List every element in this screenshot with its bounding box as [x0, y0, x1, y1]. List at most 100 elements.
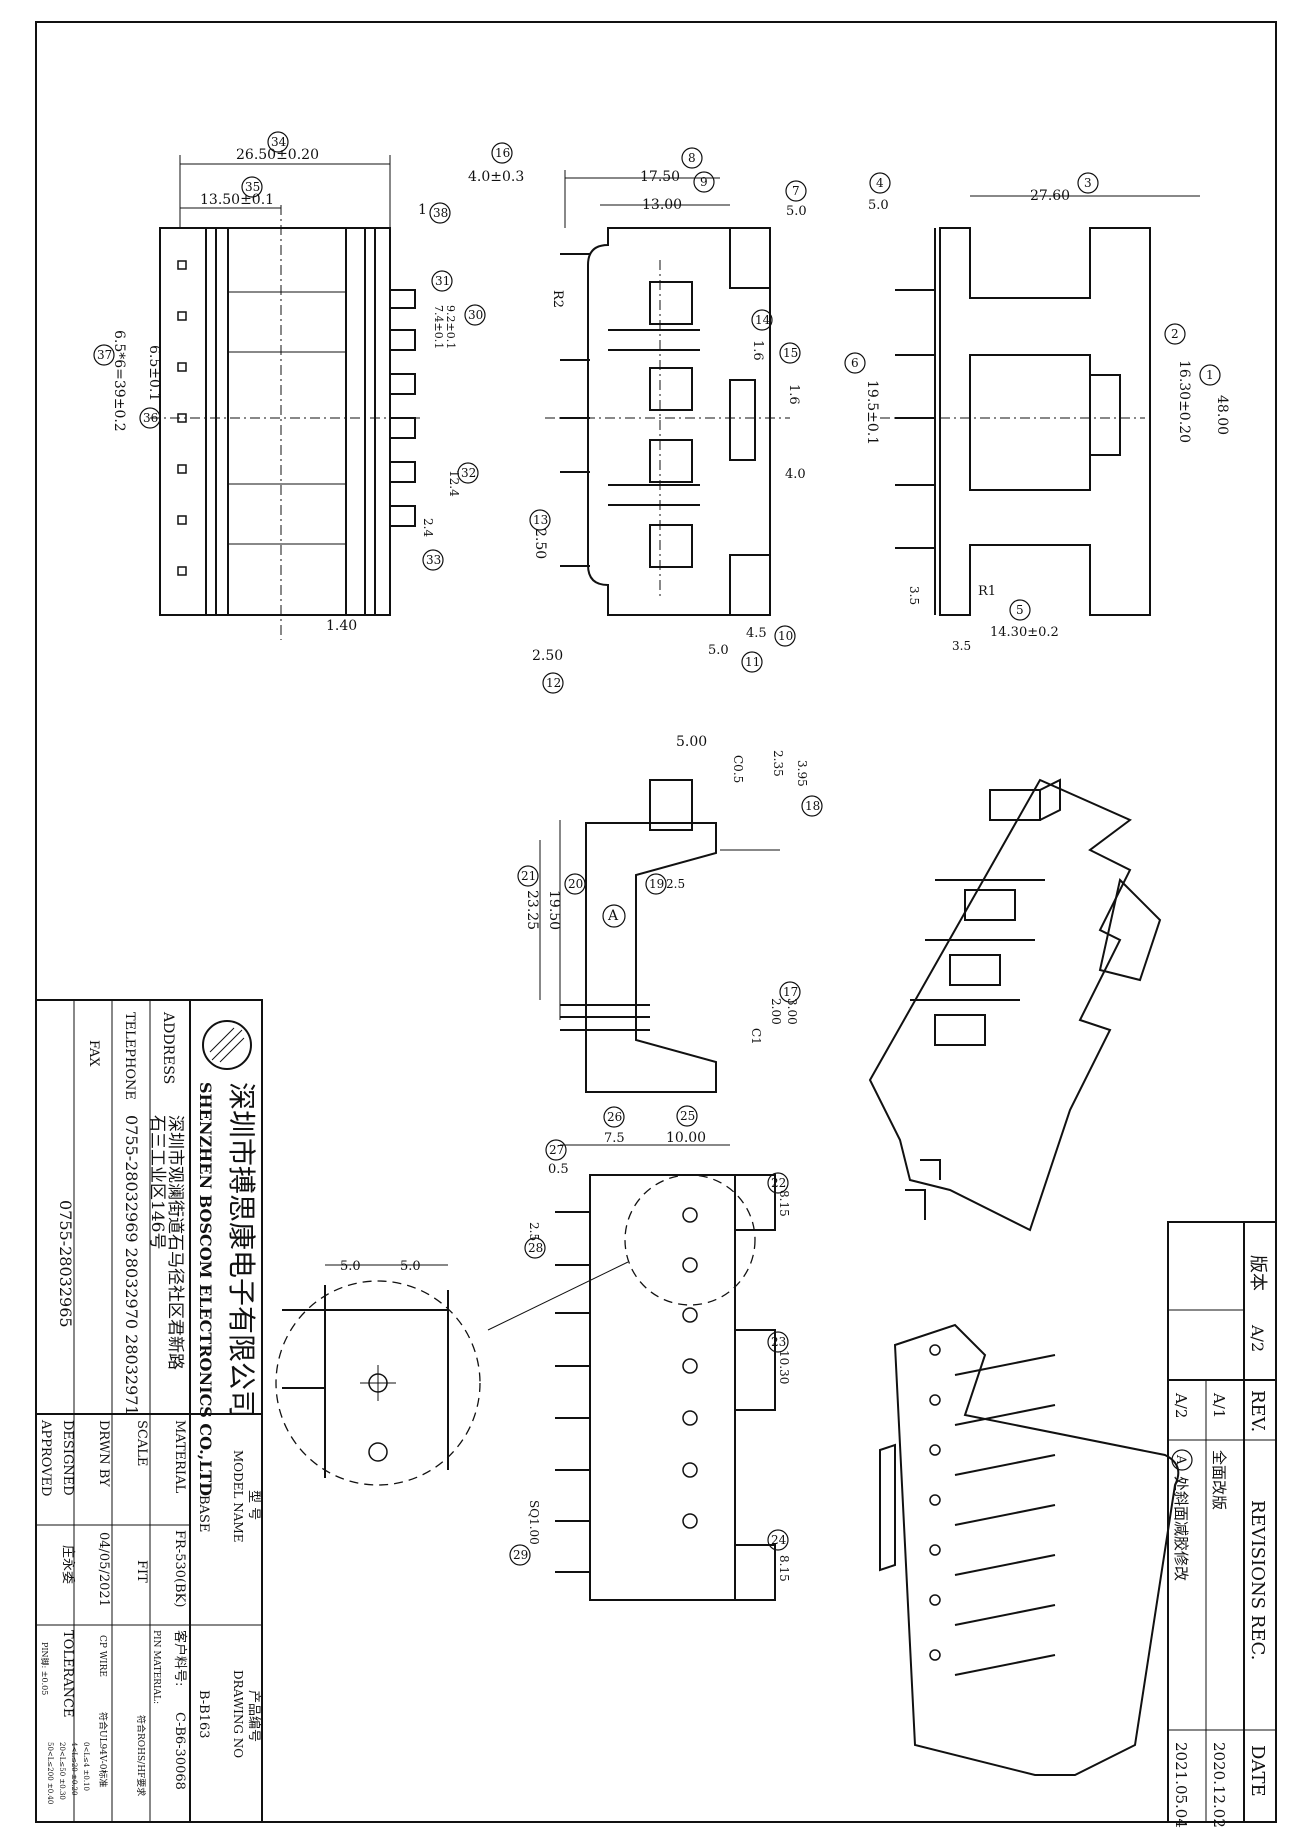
bubble-25: 25 — [680, 1109, 695, 1123]
dim-1: 48.00 — [1214, 395, 1230, 435]
bubble-31: 31 — [435, 274, 450, 288]
radius-r2: R2 — [550, 290, 565, 308]
dim-33: 2.4 — [421, 518, 435, 537]
bubble-4: 4 — [876, 176, 884, 190]
rev-row2-rev: A/2 — [1172, 1392, 1190, 1418]
designed-label: DESIGNED — [60, 1420, 75, 1496]
radius-r1: R1 — [978, 584, 996, 599]
cp-wire-value: 符合UL94V-0标准 — [97, 1712, 109, 1787]
bubble-38: 38 — [433, 206, 448, 220]
front-view: 27.60 5.0 48.00 16.30±0.20 19.5±0.1 R1 3… — [844, 172, 1230, 653]
model-name-value: BASE — [196, 1495, 211, 1532]
dim-3-00: 3.00 — [785, 998, 799, 1025]
dim-30: 9.2±0.1 — [444, 305, 457, 349]
rev-row1-rev: A/1 — [1210, 1392, 1228, 1418]
bubble-9: 9 — [700, 175, 708, 189]
chamfer-c1: C1 — [749, 1028, 763, 1045]
bubble-13: 13 — [533, 513, 548, 527]
bubble-33: 33 — [426, 553, 441, 567]
bubble-3: 3 — [1084, 176, 1092, 190]
dim-36: 6.5±0.1 — [146, 345, 162, 401]
bubble-35: 35 — [245, 180, 260, 194]
designed-value: 庄永委 — [60, 1545, 76, 1584]
detail-dim-b: 5.0 — [400, 1259, 421, 1274]
company-name-en: SHENZHEN BOSCOM ELECTRONICS CO.,LTD — [196, 1082, 215, 1496]
dim-30b: 7.4±0.1 — [432, 305, 445, 349]
rev-row1-desc: 全面改版 — [1210, 1450, 1228, 1510]
bubble-28: 28 — [528, 1241, 543, 1255]
dim-8: 17.50 — [640, 169, 680, 185]
dim-8-15a: 8.15 — [777, 1190, 791, 1217]
dim-12: 2.50 — [532, 648, 563, 664]
dim-8-15b: 8.15 — [777, 1555, 791, 1582]
dim-23-25: 23.25 — [524, 890, 540, 930]
dim-9: 13.00 — [642, 197, 682, 213]
dim-16: 4.0±0.3 — [468, 169, 524, 185]
dim-15: 1.6 — [786, 384, 801, 405]
dim-19-50: 19.50 — [546, 890, 562, 930]
bubble-21: 21 — [521, 869, 536, 883]
iso-view-upper — [868, 778, 1162, 1232]
pin-material-label: PIN MATERIAL: — [151, 1630, 161, 1704]
bubble-23: 23 — [771, 1335, 786, 1349]
dim-37: 6.5*6=39±0.2 — [111, 330, 127, 432]
detail-dim-a: 5.0 — [340, 1259, 361, 1274]
bubble-27: 27 — [549, 1143, 564, 1157]
address-line1: 深圳市观澜街道石马径社区君新路 — [165, 1115, 185, 1370]
bubble-34: 34 — [271, 135, 287, 149]
bubble-12: 12 — [546, 676, 561, 690]
pin-tolerance: PIN脚: ±0.05 — [40, 1642, 50, 1695]
dim-34: 26.50±0.20 — [236, 147, 319, 163]
bubble-1: 1 — [1206, 368, 1214, 382]
dim-38: 1 — [418, 202, 427, 218]
dim-3-5b: 3.5 — [952, 639, 971, 653]
tolerance-row-4: 50<L≤200 ±0.40 — [46, 1742, 54, 1804]
address-line2: 石三工业区146号 — [147, 1115, 167, 1249]
rev-rec-label: REVISIONS REC. — [1247, 1500, 1268, 1660]
customer-pn-label: 客户料号: — [172, 1630, 188, 1686]
bubble-5: 5 — [1016, 603, 1024, 617]
fax-value: 0755-28032965 — [56, 1200, 75, 1328]
tolerance-label: TOLERANCE — [60, 1630, 75, 1717]
dim-140: 1.40 — [326, 618, 357, 634]
rev-label: REV. — [1247, 1390, 1268, 1432]
dim-32: 12.4 — [447, 470, 461, 497]
bubble-30: 30 — [468, 308, 483, 322]
rev-row1-date: 2020.12.02 — [1210, 1742, 1228, 1828]
dim-3: 27.60 — [1030, 188, 1070, 204]
tolerance-row-2: 4<L≤20 ±0.20 — [70, 1742, 78, 1795]
rev-date-label: DATE — [1247, 1745, 1268, 1797]
side-view: 26.50±0.20 13.50±0.1 1 9.2±0.1 7.4±0.1 6… — [93, 131, 486, 640]
drawing-no-cn: 产品编号 — [246, 1690, 261, 1742]
dim-6: 19.5±0.1 — [864, 380, 880, 445]
scale-label: SCALE — [134, 1420, 149, 1466]
marker-a: A — [607, 908, 619, 924]
rev-row2-circle-a: A — [1173, 1454, 1188, 1465]
dim-2: 16.30±0.20 — [1176, 360, 1192, 443]
dim-10-00: 10.00 — [666, 1130, 706, 1146]
pin-material-value: 符合ROHS/HF要求 — [135, 1715, 147, 1796]
company-name-cn: 深圳市搏思康电子有限公司 — [225, 1082, 258, 1418]
dim-3-95: 3.95 — [795, 760, 809, 787]
iso-view-lower — [879, 1323, 1180, 1776]
dim-4-0-top: 4.0 — [785, 467, 806, 482]
bubble-7: 7 — [792, 184, 800, 198]
material-value: FR-530(BK) — [172, 1530, 187, 1607]
drawing-no-value: B-B163 — [196, 1690, 211, 1739]
dim-2-5: 2.5 — [666, 877, 685, 891]
bubble-18: 18 — [805, 799, 820, 813]
dim-5: 14.30±0.2 — [990, 625, 1059, 640]
bubble-32: 32 — [461, 466, 476, 480]
bubble-20: 20 — [568, 877, 583, 891]
dim-2-00: 2.00 — [769, 998, 783, 1025]
bubble-16: 16 — [495, 146, 510, 160]
dim-10: 4.5 — [746, 626, 767, 641]
model-name-label: MODEL NAME — [231, 1450, 245, 1543]
revision-block: 版本 A/2 REV. REVISIONS REC. DATE A/1 全面改版… — [1167, 1221, 1277, 1828]
dim-11: 5.0 — [708, 643, 729, 658]
chamfer-c05: C0.5 — [731, 755, 745, 783]
bubble-10: 10 — [778, 629, 793, 643]
dim-2-35: 2.35 — [771, 750, 785, 777]
dim-7: 5.0 — [786, 204, 807, 219]
